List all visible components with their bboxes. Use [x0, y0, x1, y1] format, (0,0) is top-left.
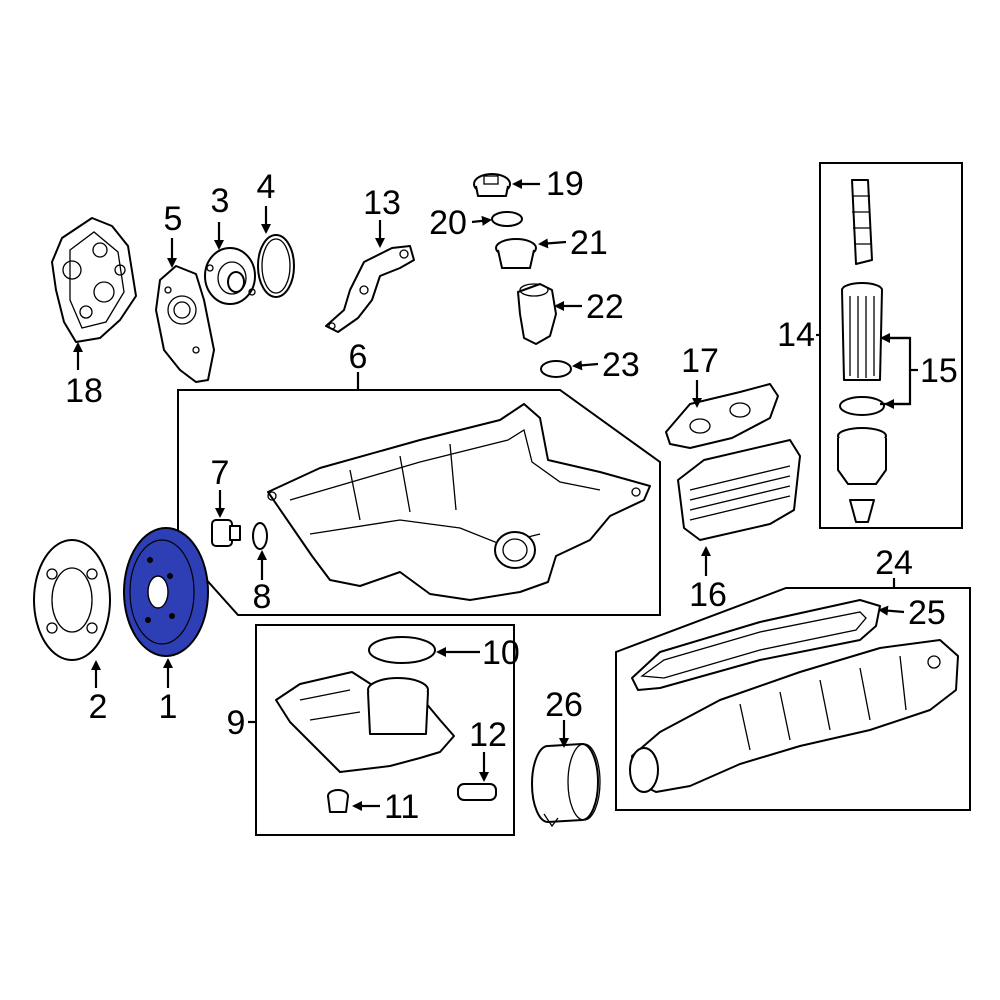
intake-manifold-group-box	[615, 587, 971, 811]
callout-16: 16	[689, 576, 727, 614]
leader-lines	[73, 179, 918, 811]
filter-cap-part	[837, 427, 887, 485]
o-ring-part	[257, 234, 295, 298]
callout-11: 11	[384, 788, 419, 826]
pan-gasket-strip-part	[457, 783, 497, 801]
flex-plate-part	[33, 539, 111, 661]
lower-pan-group-box	[255, 624, 515, 836]
breather-seal-part	[540, 360, 572, 378]
callout-12: 12	[469, 716, 507, 754]
callout-20: 20	[429, 204, 467, 242]
callout-17: 17	[681, 342, 719, 380]
callout-21: 21	[570, 224, 608, 262]
callout-labels: 1 2 3 4 5 6 7 8 9 10 11 12 13 14 15 16 1…	[65, 165, 958, 826]
callout-14: 14	[777, 316, 815, 354]
callout-13: 13	[363, 184, 401, 222]
intake-coupler-part	[531, 743, 601, 828]
pump-part	[204, 247, 256, 305]
callout-1: 1	[159, 688, 178, 726]
callout-8: 8	[253, 578, 272, 616]
dipstick-guide-part	[851, 179, 873, 265]
callout-4: 4	[257, 168, 276, 206]
intake-manifold-part	[629, 639, 959, 793]
callout-18: 18	[65, 372, 103, 410]
drain-seal-part	[252, 522, 268, 550]
drain-plug-lower-part	[327, 789, 349, 813]
pan-seal-ring-part	[368, 636, 436, 664]
callout-3: 3	[211, 182, 230, 220]
filler-cap-part	[473, 173, 511, 197]
oil-pan-part	[267, 403, 651, 601]
cap-seal-part	[491, 211, 523, 227]
oil-filter-element-part	[841, 282, 883, 381]
callout-10: 10	[482, 634, 520, 672]
cover-gasket-part	[155, 265, 215, 383]
oil-filter-group-box	[819, 162, 963, 529]
breather-tube-part	[517, 283, 557, 345]
manifold-gasket-part	[631, 599, 881, 691]
filter-o-ring-part	[839, 396, 885, 416]
lower-oil-pan-part	[275, 671, 455, 773]
callout-2: 2	[89, 688, 108, 726]
filter-drain-plug-part	[849, 499, 875, 523]
cooler-gasket-part	[665, 383, 779, 449]
callout-24: 24	[875, 544, 913, 582]
callout-23: 23	[602, 346, 640, 384]
harmonic-balancer-part	[123, 527, 209, 657]
bracket-part	[325, 245, 415, 333]
callout-6: 6	[349, 338, 368, 376]
callout-9: 9	[227, 704, 246, 742]
callout-22: 22	[586, 288, 624, 326]
drain-plug-part	[211, 519, 241, 547]
callout-25: 25	[908, 594, 946, 632]
oil-cooler-part	[677, 439, 801, 541]
timing-cover-part	[51, 217, 137, 343]
filler-neck-part	[495, 238, 537, 269]
callout-7: 7	[211, 454, 230, 492]
callout-26: 26	[545, 686, 583, 724]
callout-15: 15	[920, 352, 958, 390]
callout-5: 5	[164, 200, 183, 238]
callout-19: 19	[546, 165, 584, 203]
